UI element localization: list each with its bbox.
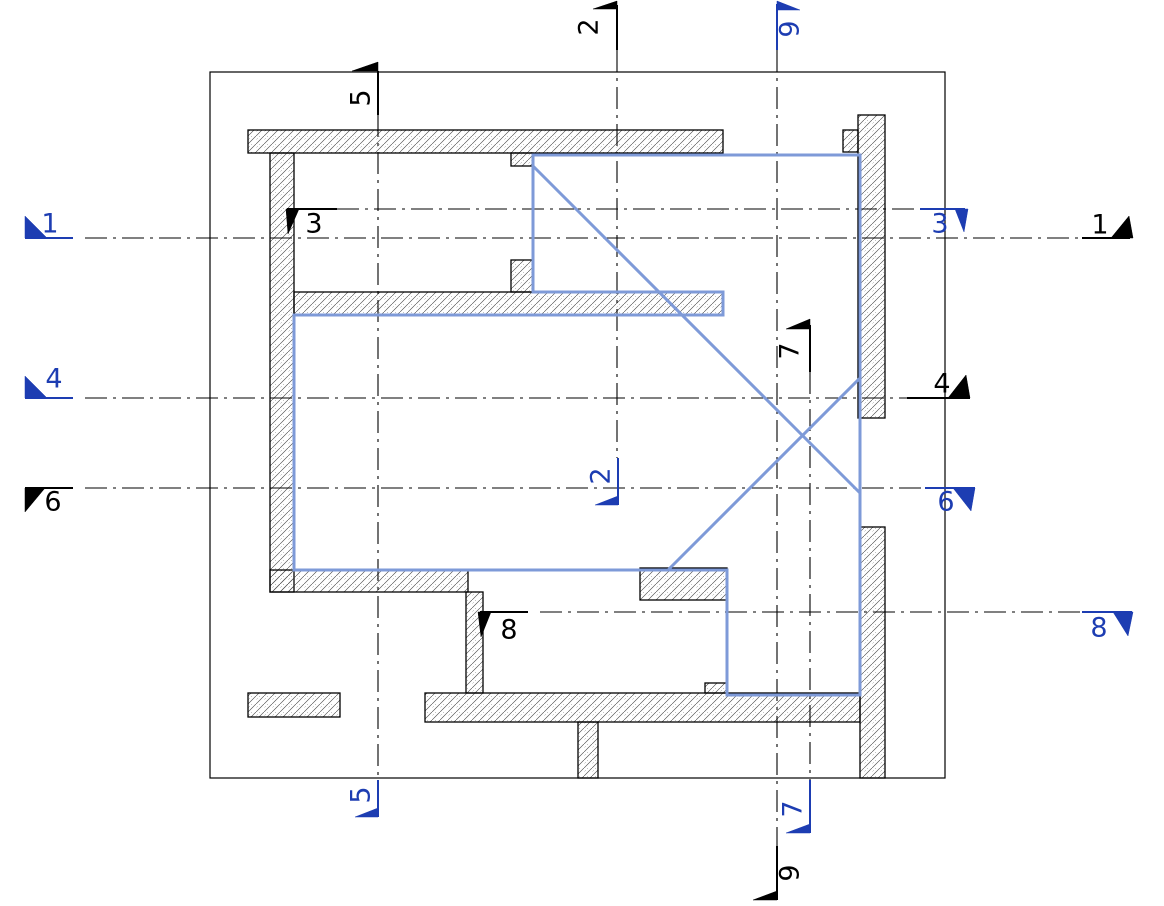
wall-top-wall-band xyxy=(247,129,724,154)
section-marker-flag-icon xyxy=(477,611,492,638)
wall-mid-wall-band xyxy=(293,291,724,316)
section-marker-label: 5 xyxy=(346,89,377,106)
section-marker-label: 5 xyxy=(346,786,377,803)
section-marker-3-blue[interactable]: 3 xyxy=(920,208,969,240)
section-marker-label: 3 xyxy=(305,209,322,240)
section-marker-label: 2 xyxy=(586,467,617,484)
wall-lower-band-right-pier xyxy=(639,567,728,601)
section-marker-label: 6 xyxy=(937,487,954,518)
section-marker-7-black[interactable]: 7 xyxy=(775,318,811,372)
section-marker-label: 4 xyxy=(45,364,62,395)
section-marker-label: 7 xyxy=(775,342,806,359)
section-marker-label: 9 xyxy=(775,20,806,37)
wall-right-wall-bump xyxy=(842,129,859,153)
wall-bottom-wall-band xyxy=(424,692,861,723)
section-marker-label: 6 xyxy=(44,487,61,518)
wall-lower-band-left xyxy=(269,569,469,593)
section-marker-label: 7 xyxy=(778,800,809,817)
section-marker-flag-icon xyxy=(592,0,618,10)
section-marker-flag-icon xyxy=(285,208,300,235)
section-marker-1-blue[interactable]: 1 xyxy=(24,209,73,240)
section-marker-label: 2 xyxy=(574,18,605,35)
section-marker-flag-icon xyxy=(354,807,379,818)
section-marker-flag-icon xyxy=(351,61,379,72)
section-marker-label: 3 xyxy=(931,209,948,240)
section-marker-label: 4 xyxy=(933,369,950,400)
section-marker-flag-icon xyxy=(24,215,48,239)
wall-stub-mid-opening xyxy=(510,259,534,293)
section-marker-4-blue[interactable]: 4 xyxy=(24,364,73,399)
section-marker-3-black[interactable]: 3 xyxy=(285,208,337,240)
section-marker-8-blue[interactable]: 8 xyxy=(1082,611,1134,644)
selected-space-object[interactable] xyxy=(292,153,862,697)
section-marker-flag-icon xyxy=(24,487,46,513)
section-marker-label: 9 xyxy=(775,864,806,881)
section-marker-2-blue[interactable]: 2 xyxy=(586,458,619,506)
section-marker-flag-icon xyxy=(1110,215,1134,239)
section-marker-flag-icon xyxy=(594,495,619,506)
space-diagonal-2 xyxy=(666,376,862,572)
section-marker-4-black[interactable]: 4 xyxy=(907,369,971,400)
section-marker-7-blue[interactable]: 7 xyxy=(778,780,811,834)
wall-vert-wall-at-8 xyxy=(465,591,484,694)
wall-right-wall-upper xyxy=(857,114,886,419)
wall-right-wall-lower xyxy=(859,526,886,779)
section-marker-9-blue[interactable]: 9 xyxy=(775,0,806,50)
section-marker-5-black[interactable]: 5 xyxy=(346,61,379,115)
section-marker-6-blue[interactable]: 6 xyxy=(925,487,976,518)
wall-stub-top-opening xyxy=(510,152,534,167)
section-marker-1-black[interactable]: 1 xyxy=(1082,210,1134,241)
section-marker-flag-icon xyxy=(947,374,971,399)
section-marker-flag-icon xyxy=(24,375,48,399)
wall-bottom-vert-wall xyxy=(577,721,599,779)
section-markers-layer: 5 2 9 1 4 6 3 3 1 4 6 8 8 7 2 5 7 9 xyxy=(24,0,1134,901)
section-marker-label: 8 xyxy=(1090,613,1107,644)
space-outline[interactable] xyxy=(292,153,862,697)
section-marker-9-black[interactable]: 9 xyxy=(752,846,806,901)
section-marker-flag-icon xyxy=(752,890,778,901)
section-marker-flag-icon xyxy=(776,0,801,11)
space-diagonal-1 xyxy=(531,164,862,495)
section-marker-flag-icon xyxy=(1112,611,1134,637)
drawing-border xyxy=(209,71,946,779)
section-marker-label: 1 xyxy=(41,209,58,240)
centerlines-layer xyxy=(85,50,1080,846)
section-marker-5-blue[interactable]: 5 xyxy=(346,780,379,818)
section-marker-label: 8 xyxy=(500,615,517,646)
section-marker-8-black[interactable]: 8 xyxy=(477,611,528,646)
section-marker-label: 1 xyxy=(1091,210,1108,241)
wall-bottom-left-stub xyxy=(247,692,341,718)
section-marker-6-black[interactable]: 6 xyxy=(24,487,73,518)
section-marker-flag-icon xyxy=(954,208,969,233)
section-marker-flag-icon xyxy=(785,318,811,330)
section-marker-flag-icon xyxy=(785,823,811,834)
wall-bottom-notch xyxy=(704,682,728,694)
section-marker-flag-icon xyxy=(952,487,976,512)
section-marker-2-black[interactable]: 2 xyxy=(574,0,618,50)
